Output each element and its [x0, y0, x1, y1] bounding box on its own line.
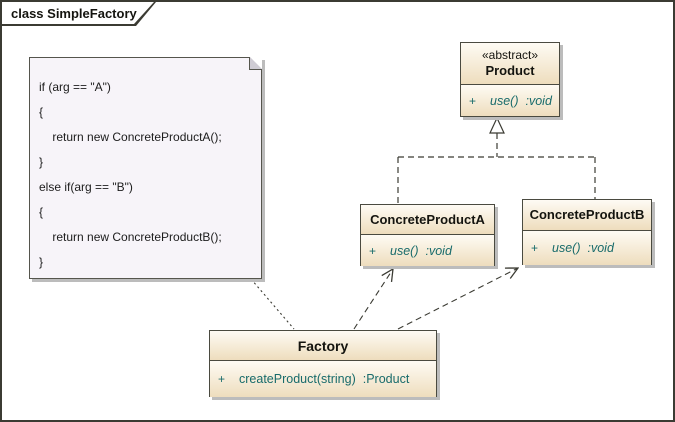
- note-line: {: [39, 205, 44, 219]
- class-name: Factory: [297, 337, 349, 354]
- operation-return-type: :void: [425, 243, 452, 258]
- note-line: return new ConcreteProductA();: [39, 130, 222, 144]
- class-concrete-product-a-title: ConcreteProductA: [361, 205, 494, 235]
- generalization-triangle-icon: [489, 116, 505, 134]
- note-line: return new ConcreteProductB();: [39, 230, 222, 244]
- stereotype-label: «abstract»: [481, 48, 539, 62]
- visibility-label: +: [469, 93, 477, 108]
- uml-note[interactable]: if (arg == "A") { return new ConcretePro…: [29, 57, 262, 279]
- operation-return-type: :Product: [362, 372, 410, 386]
- class-concrete-product-b-operations: + use() :void: [523, 231, 651, 265]
- class-name: Product: [485, 63, 535, 78]
- operation-signature: use(): [552, 241, 581, 255]
- dependency-arrow-a[interactable]: [353, 269, 393, 330]
- class-factory[interactable]: Factory + createProduct(string) :Product: [209, 330, 437, 397]
- frame-title-tab: class SimpleFactory: [2, 2, 156, 26]
- operation-signature: use(): [390, 243, 419, 258]
- class-factory-operations: + createProduct(string) :Product: [210, 361, 436, 397]
- class-factory-title: Factory: [210, 331, 436, 361]
- class-name: ConcreteProductA: [370, 211, 485, 227]
- class-product[interactable]: «abstract» Product + use() :void: [460, 42, 560, 117]
- class-concrete-product-a[interactable]: ConcreteProductA + use() :void: [360, 204, 495, 266]
- operation-return-type: :void: [587, 241, 614, 255]
- dependency-arrow-b[interactable]: [397, 268, 518, 330]
- class-concrete-product-b[interactable]: ConcreteProductB + use() :void: [522, 199, 652, 265]
- operation-signature: createProduct(string): [239, 372, 356, 386]
- frame-title: class SimpleFactory: [2, 2, 154, 24]
- note-line: }: [39, 255, 44, 269]
- class-product-title: «abstract» Product: [461, 43, 559, 85]
- note-line: {: [39, 105, 44, 119]
- note-line: }: [39, 155, 44, 169]
- note-link[interactable]: [250, 278, 295, 330]
- note-line: if (arg == "A"): [39, 80, 111, 94]
- realization-connector[interactable]: [397, 116, 596, 203]
- operation-return-type: :void: [525, 93, 552, 108]
- visibility-label: +: [218, 372, 226, 386]
- class-product-operations: + use() :void: [461, 85, 559, 116]
- visibility-label: +: [369, 243, 377, 258]
- class-concrete-product-b-title: ConcreteProductB: [523, 200, 651, 231]
- operation-signature: use(): [490, 93, 519, 108]
- note-fold-icon: [249, 57, 262, 70]
- note-line: else if(arg == "B"): [39, 180, 133, 194]
- class-concrete-product-a-operations: + use() :void: [361, 235, 494, 266]
- visibility-label: +: [531, 241, 539, 255]
- class-name: ConcreteProductB: [529, 207, 645, 222]
- note-body: if (arg == "A") { return new ConcretePro…: [30, 58, 261, 275]
